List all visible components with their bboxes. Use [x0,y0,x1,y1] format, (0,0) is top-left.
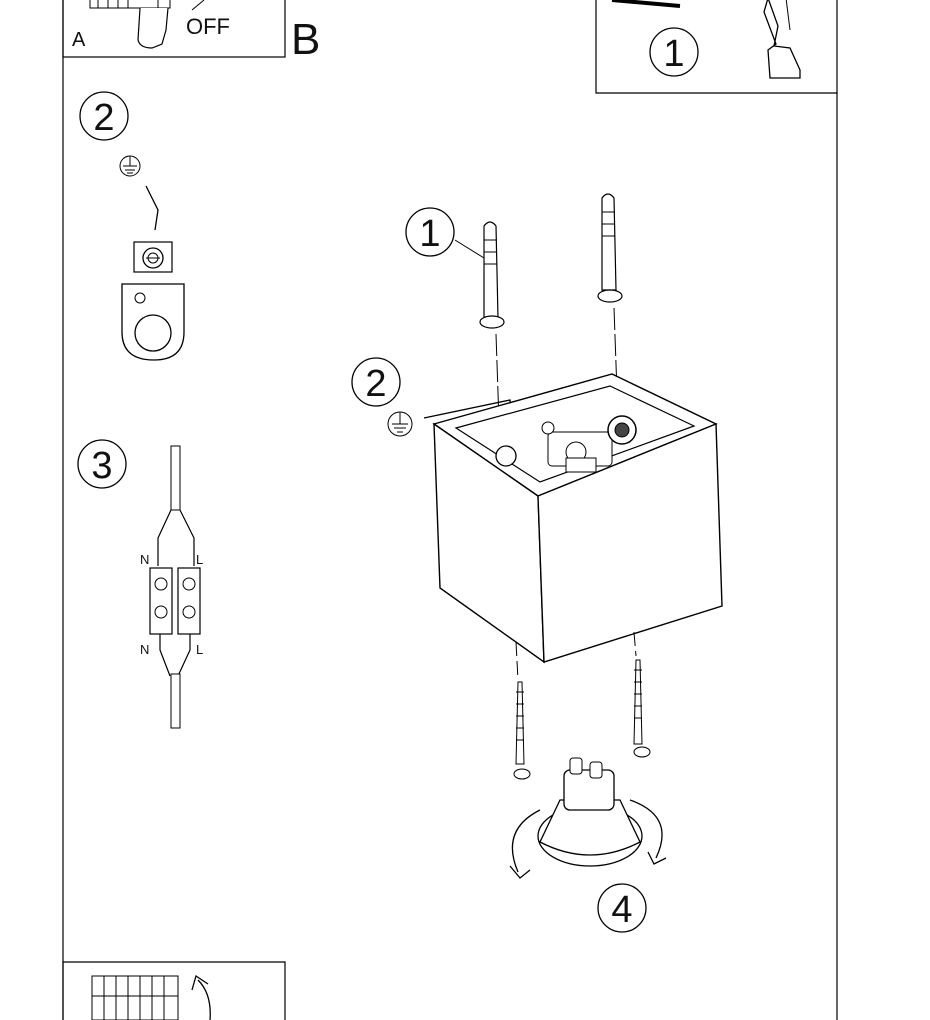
wall-plug-left [479,221,505,329]
drill-icon [611,0,801,79]
drill-panel: 1 [595,0,838,94]
drill-step-circle [649,27,699,77]
leader-line [454,239,485,259]
top-live-label: L [196,552,203,567]
hand-icon [137,7,169,49]
earth-wire [145,185,159,231]
breaker-panel [62,961,286,1020]
earth-icon [119,155,141,177]
connector-step-number: 3 [91,445,112,487]
bottom-neutral-label: N [140,642,149,657]
earth-clamp [133,241,173,273]
main-assembly: 1 2 [351,193,723,933]
gu10-bulb [537,757,643,867]
off-label: OFF [186,14,230,39]
lamp-housing [432,373,723,664]
detail-connector: 3 N L N L [77,439,203,729]
panel-a-label: A [72,29,86,51]
screw-left [513,681,531,780]
main-earth-step-number: 2 [365,363,386,405]
arrow-icon [191,974,211,1020]
top-neutral-label: N [140,552,149,567]
section-b-label: B [291,15,320,64]
bulb-step-number: 4 [611,889,632,931]
screw-step-number: 1 [419,213,440,255]
circuit-breaker-icon [91,975,179,1020]
switch-icon [89,0,171,9]
detail-earth: 2 [79,91,185,361]
bottom-live-label: L [196,642,203,657]
rotate-arrow-icon [509,799,667,879]
panel-a: A OFF [62,0,286,58]
drill-step-number: 1 [663,33,684,75]
screw-right [633,659,651,758]
earth-tag [121,283,185,361]
wall-plug-right [597,193,623,303]
cable-top [170,445,181,511]
cable-bottom [170,673,181,729]
arrow-icon [191,0,205,11]
earth-step-number: 2 [93,97,114,139]
earth-icon [387,411,413,437]
